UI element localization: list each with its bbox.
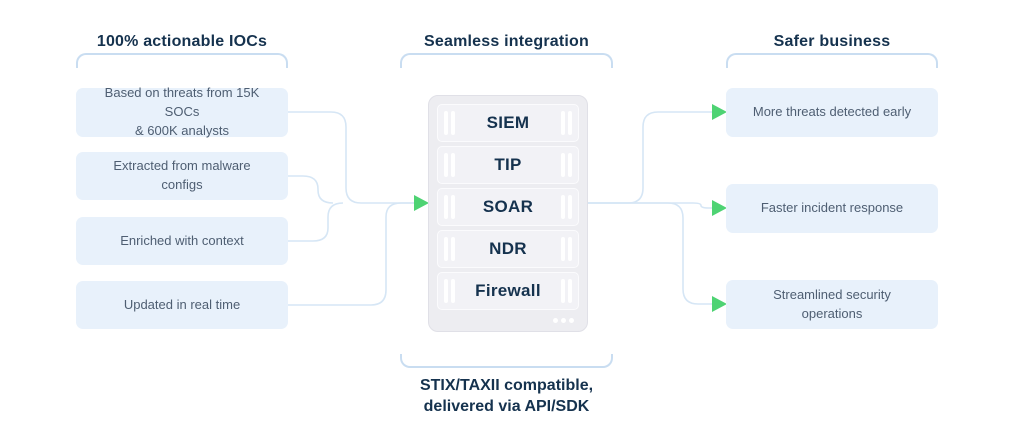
flow-arrow-icon [712,104,727,120]
center-column-title: Seamless integration [424,33,589,50]
rack-label-siem: SIEM [486,113,530,132]
connector-left-1 [288,111,414,204]
right-column-title: Safer business [773,33,891,50]
connector-right-3 [588,202,712,305]
rack-row-firewall: Firewall [437,272,579,310]
card-streamlined-security-operations: Streamlined security operations [726,280,938,329]
connector-left-2 [288,175,334,204]
card-extracted-from-malware: Extracted from malware configs [76,152,288,200]
flow-arrow-icon [712,200,727,216]
center-column-bracket-bottom [400,354,613,368]
card-updated-in-real-time: Updated in real time [76,281,288,329]
card-based-on-threats: Based on threats from 15K SOCs & 600K an… [76,85,288,138]
rack-row-siem: SIEM [437,104,579,142]
connector-left-3 [288,202,344,242]
card-more-threats-detected: More threats detected early [726,88,938,137]
connector-left-4 [288,202,414,306]
left-column-bracket [76,53,288,68]
rack-label-tip: TIP [494,155,522,174]
flow-arrow-icon [414,195,429,211]
compatibility-caption: STIX/TAXII compatible, delivered via API… [419,377,594,415]
left-column-title: 100% actionable IOCs [96,33,268,50]
card-enriched-with-context: Enriched with context [76,217,288,265]
rack-row-ndr: NDR [437,230,579,268]
right-column-bracket [726,53,938,68]
card-faster-incident-response: Faster incident response [726,184,938,233]
connector-right-1 [588,111,712,204]
connector-right-2 [588,202,712,209]
flow-arrow-icon [712,296,727,312]
rack-row-tip: TIP [437,146,579,184]
center-column-bracket-top [400,53,613,68]
integration-rack: SIEM TIP SOAR NDR Firewall [428,95,588,332]
rack-label-firewall: Firewall [475,281,541,300]
rack-label-ndr: NDR [489,239,527,258]
rack-label-soar: SOAR [482,197,534,216]
more-dots-icon [569,318,574,323]
rack-row-soar: SOAR [437,188,579,226]
